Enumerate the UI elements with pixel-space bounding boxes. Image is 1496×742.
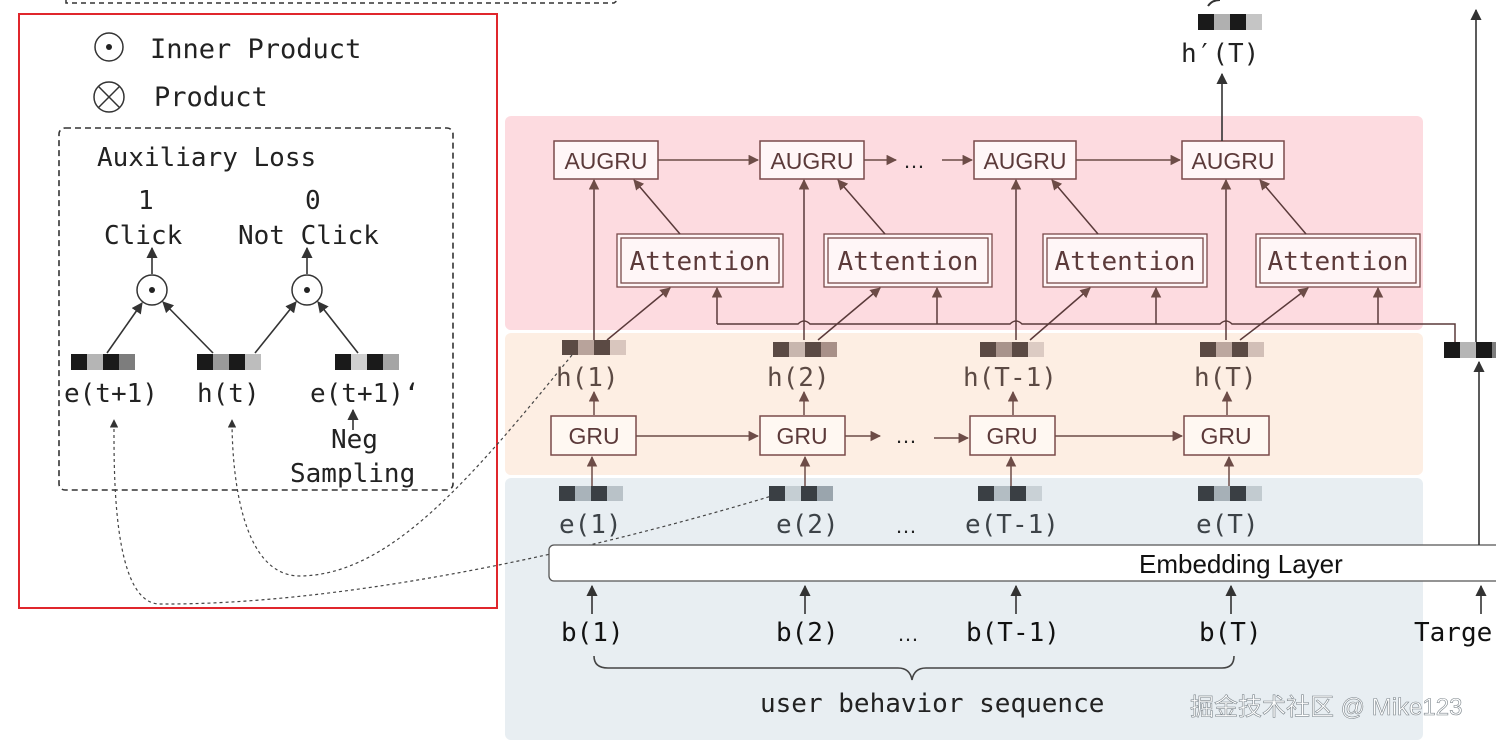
target-bus [717,320,1456,342]
vector-e-t [1198,486,1262,501]
e-ellipsis: … [895,513,917,538]
label-click: Click [104,221,183,251]
attention-label-3: Attention [1055,247,1196,277]
vector-e-next [71,354,135,370]
gru-label-3: GRU [986,423,1037,449]
b-label-1: b(1) [561,618,624,648]
h-label-2: h(2) [767,363,830,393]
gru-cell-2: GRU [759,415,846,456]
e-label-3: e(T-1) [965,510,1059,540]
vector-target [1444,342,1496,358]
e-label-1: e(1) [559,510,622,540]
vector-h-t [197,354,261,370]
gru-label-1: GRU [568,423,619,449]
gru-cell-1: GRU [550,415,637,456]
augru-cell-4: AUGRU [1181,140,1285,180]
target-label: Targe [1414,618,1492,648]
attention-label-1: Attention [630,247,771,277]
h-label-1: h(1) [556,363,619,393]
e-label-4: e(T) [1196,510,1259,540]
vector-e-next-neg [335,354,399,370]
auxiliary-loss-box [58,127,454,491]
interest-extractor-layer-bg [505,333,1423,475]
top-output-curve [1207,0,1221,7]
legend-inner-product: Inner Product [94,32,361,65]
attention-unit-1: Attention [616,233,784,288]
watermark: 掘金技术社区 @ Mike123 [1190,694,1462,721]
augru-label-2: AUGRU [770,148,853,174]
augru-cell-1: AUGRU [553,140,659,180]
augru-label-3: AUGRU [983,148,1066,174]
augru-label-4: AUGRU [1191,148,1274,174]
output-h-prime-t: h′(T) [1181,39,1259,69]
label-zero: 0 [305,186,321,216]
vector-e-2 [769,486,833,501]
legend-inner-product-label: Inner Product [150,34,361,65]
label-h-t: h(t) [197,379,260,409]
vector-e-1 [559,486,623,501]
attention-label-2: Attention [838,247,979,277]
attention-unit-4: Attention [1255,233,1421,288]
augru-ellipsis: … [903,148,925,173]
connector-h-to-aux [227,354,573,577]
augru-cell-2: AUGRU [759,140,865,180]
h-label-3: h(T-1) [963,363,1057,393]
label-e-next-neg: e(t+1)‘ [310,379,420,409]
gru-label-4: GRU [1200,423,1251,449]
behavior-layer-bg [505,478,1423,740]
top-dashed-frame [65,0,619,4]
b-ellipsis: … [897,621,919,646]
vector-h-2 [773,342,837,357]
attention-unit-3: Attention [1042,233,1208,288]
attention-label-4: Attention [1268,247,1409,277]
label-neg: Neg [331,425,378,455]
b-label-3: b(T-1) [966,618,1060,648]
gru-cell-4: GRU [1183,415,1270,456]
augru-label-1: AUGRU [564,148,647,174]
embedding-layer-label: Embedding Layer [1139,549,1343,579]
vector-h-prime-t [1198,14,1262,30]
label-sampling: Sampling [290,459,415,489]
gru-cell-3: GRU [969,415,1056,456]
vector-h-t-main [1200,342,1264,357]
embedding-layer-box [548,544,1496,582]
auxiliary-loss-title: Auxiliary Loss [97,143,316,173]
label-e-next: e(t+1) [64,379,158,409]
gru-label-2: GRU [776,423,827,449]
legend-product-label: Product [154,82,268,113]
sequence-brace [593,655,1235,681]
legend-product: Product [93,81,268,113]
augru-cell-3: AUGRU [973,140,1077,180]
vector-h-t-minus-1 [980,342,1044,357]
vector-h-1 [562,340,626,355]
b-label-2: b(2) [776,618,839,648]
label-one: 1 [138,186,154,216]
h-label-4: h(T) [1194,363,1257,393]
label-not-click: Not Click [238,221,379,251]
b-label-4: b(T) [1199,618,1262,648]
sequence-label: user behavior sequence [760,689,1104,719]
e-label-2: e(2) [776,510,839,540]
vector-e-t-minus-1 [978,486,1042,501]
gru-ellipsis: … [895,423,917,448]
attention-unit-2: Attention [823,233,993,288]
auxiliary-loss-panel [18,13,498,609]
